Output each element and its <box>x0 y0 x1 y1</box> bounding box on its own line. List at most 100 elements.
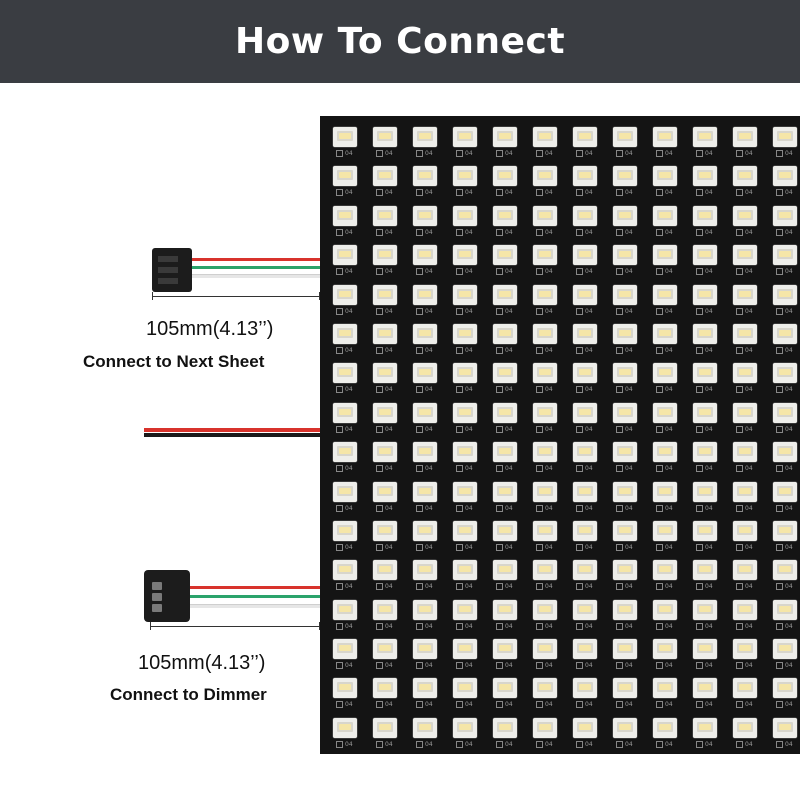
led-silkscreen-label: 04 <box>496 268 522 276</box>
led-silkscreen-label: 04 <box>736 268 762 276</box>
led-cell: 04 <box>326 321 366 360</box>
led-silkscreen-label: 04 <box>536 504 562 513</box>
led-chip-icon <box>533 639 557 660</box>
led-silkscreen-label: 04 <box>336 583 362 591</box>
top-wire-red <box>192 258 320 261</box>
led-chip-icon <box>533 127 557 147</box>
led-cell: 04 <box>326 715 366 754</box>
led-cell: 04 <box>606 636 646 675</box>
led-cell: 04 <box>766 321 800 360</box>
led-chip-icon <box>333 560 357 581</box>
led-chip-icon <box>733 599 757 620</box>
led-silkscreen-label: 04 <box>456 386 482 394</box>
led-silkscreen-label: 04 <box>656 504 682 513</box>
led-cell: 04 <box>526 360 566 399</box>
led-chip-icon <box>493 560 517 581</box>
led-cell: 04 <box>486 557 526 596</box>
led-cell: 04 <box>446 597 486 636</box>
led-chip-icon <box>613 520 637 541</box>
led-silkscreen-label: 04 <box>576 189 602 197</box>
led-chip-icon <box>613 166 637 187</box>
led-cell: 04 <box>686 282 726 321</box>
led-cell: 04 <box>446 400 486 439</box>
led-silkscreen-label: 04 <box>416 386 442 394</box>
led-silkscreen-label: 04 <box>616 386 642 394</box>
led-cell: 04 <box>326 675 366 714</box>
led-chip-icon <box>693 205 717 226</box>
led-cell: 04 <box>646 163 686 202</box>
led-silkscreen-label: 04 <box>616 740 642 749</box>
led-silkscreen-label: 04 <box>536 425 562 434</box>
led-silkscreen-label: 04 <box>776 268 800 276</box>
led-cell: 04 <box>606 479 646 518</box>
led-silkscreen-label: 04 <box>536 583 562 591</box>
led-chip-icon <box>573 599 597 620</box>
led-silkscreen-label: 04 <box>576 346 602 355</box>
led-chip-icon <box>333 284 357 305</box>
led-silkscreen-label: 04 <box>736 465 762 473</box>
led-chip-icon <box>493 599 517 620</box>
led-chip-icon <box>733 520 757 541</box>
led-cell: 04 <box>606 203 646 242</box>
led-cell: 04 <box>686 242 726 281</box>
led-cell: 04 <box>406 203 446 242</box>
led-cell: 04 <box>646 636 686 675</box>
led-cell: 04 <box>406 400 446 439</box>
led-silkscreen-label: 04 <box>536 268 562 276</box>
led-silkscreen-label: 04 <box>416 268 442 276</box>
led-silkscreen-label: 04 <box>336 622 362 631</box>
led-cell: 04 <box>606 439 646 478</box>
led-chip-icon <box>453 481 477 502</box>
led-chip-icon <box>413 205 437 226</box>
led-silkscreen-label: 04 <box>456 346 482 355</box>
led-cell: 04 <box>326 163 366 202</box>
led-cell: 04 <box>566 715 606 754</box>
led-cell: 04 <box>726 557 766 596</box>
led-cell: 04 <box>646 360 686 399</box>
led-cell: 04 <box>366 360 406 399</box>
led-cell: 04 <box>366 597 406 636</box>
led-chip-icon <box>533 599 557 620</box>
led-silkscreen-label: 04 <box>456 701 482 709</box>
led-chip-icon <box>493 323 517 344</box>
led-chip-icon <box>653 639 677 660</box>
led-silkscreen-label: 04 <box>336 386 362 394</box>
led-cell: 04 <box>526 400 566 439</box>
led-silkscreen-label: 04 <box>696 465 722 473</box>
led-cell: 04 <box>406 597 446 636</box>
led-chip-icon <box>613 402 637 423</box>
led-cell: 04 <box>646 400 686 439</box>
led-chip-icon <box>493 717 517 738</box>
led-silkscreen-label: 04 <box>656 622 682 631</box>
led-chip-icon <box>573 560 597 581</box>
led-cell: 04 <box>566 400 606 439</box>
led-cell: 04 <box>766 479 800 518</box>
led-silkscreen-label: 04 <box>616 425 642 434</box>
led-silkscreen-label: 04 <box>536 662 562 670</box>
led-chip-icon <box>653 560 677 581</box>
led-silkscreen-label: 04 <box>736 701 762 709</box>
led-silkscreen-label: 04 <box>696 189 722 197</box>
led-cell: 04 <box>366 715 406 754</box>
led-cell: 04 <box>446 636 486 675</box>
led-cell: 04 <box>406 557 446 596</box>
led-silkscreen-label: 04 <box>536 543 562 552</box>
led-chip-icon <box>653 481 677 502</box>
led-cell: 04 <box>606 163 646 202</box>
led-chip-icon <box>693 402 717 423</box>
led-silkscreen-label: 04 <box>696 740 722 749</box>
led-chip-icon <box>733 284 757 305</box>
led-cell: 04 <box>326 439 366 478</box>
led-silkscreen-label: 04 <box>496 307 522 316</box>
led-cell: 04 <box>326 282 366 321</box>
led-cell: 04 <box>686 360 726 399</box>
led-chip-icon <box>453 442 477 463</box>
dimension-tick-right <box>319 292 320 300</box>
led-silkscreen-label: 04 <box>656 346 682 355</box>
led-cell: 04 <box>686 439 726 478</box>
led-chip-icon <box>693 363 717 384</box>
led-chip-icon <box>773 442 797 463</box>
led-cell: 04 <box>646 321 686 360</box>
led-cell: 04 <box>406 636 446 675</box>
led-silkscreen-label: 04 <box>336 150 362 158</box>
